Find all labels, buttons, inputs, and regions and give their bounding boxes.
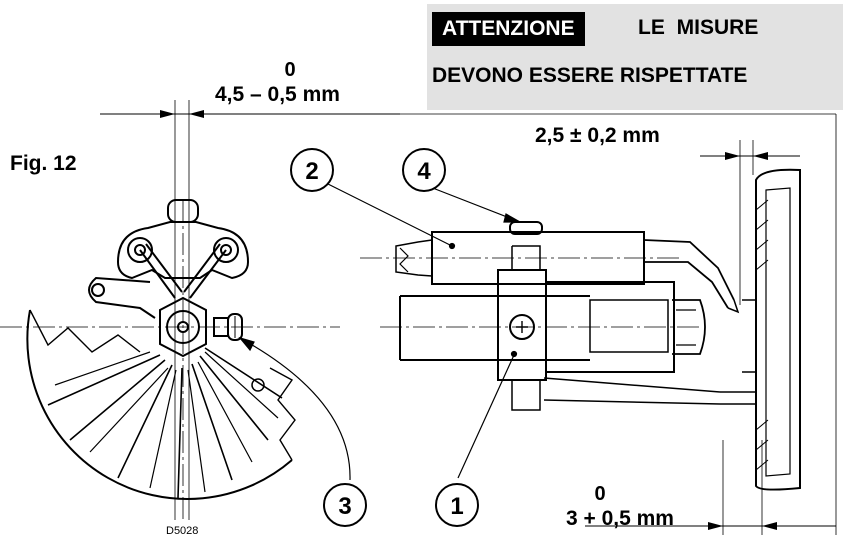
callout-2-circle <box>290 148 334 192</box>
fan-wheel-left-view <box>26 199 296 500</box>
top-dimension-value: 4,5 – 0,5 mm <box>215 83 340 106</box>
top-dimension-zero: 0 <box>284 59 295 81</box>
warning-line-2: DEVONO ESSERE RISPETTATE <box>432 64 748 87</box>
figure-label: Fig. 12 <box>10 152 77 175</box>
warning-tag: ATTENZIONE <box>432 12 585 46</box>
bottom-dimension-zero: 0 <box>594 483 605 505</box>
callout-1-label: 1 <box>450 493 463 520</box>
callout-1-circle <box>435 483 479 527</box>
drawing-code: D5028 <box>166 525 199 537</box>
callout-circles <box>290 148 479 527</box>
callout-2-label: 2 <box>305 158 318 185</box>
callout-4-label: 4 <box>417 158 431 185</box>
callout-3-circle <box>323 483 367 527</box>
callout-leaders <box>238 181 523 481</box>
nozzle-assembly-right-view <box>395 168 801 491</box>
callout-3-label: 3 <box>338 493 351 520</box>
center-lines <box>0 200 700 520</box>
bottom-dimension-value: 3 + 0,5 mm <box>566 507 674 530</box>
dimension-lines <box>100 100 837 535</box>
warning-line-1: LE MISURE <box>638 16 759 39</box>
right-dimension-value: 2,5 ± 0,2 mm <box>535 124 660 147</box>
callout-4-circle <box>402 148 446 192</box>
